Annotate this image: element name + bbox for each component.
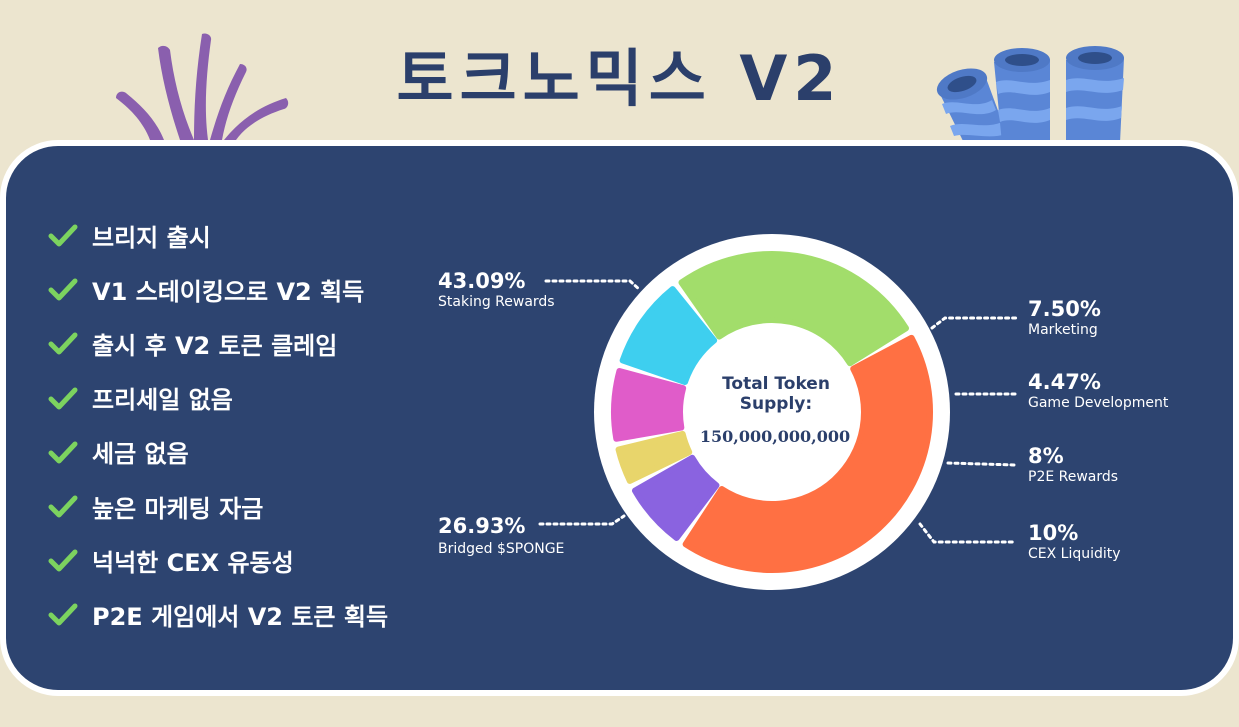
slice-percentage-label: 43.09% <box>438 269 525 293</box>
feature-item: 넉넉한 CEX 유동성 <box>48 533 388 587</box>
feature-item: 브리지 출시 <box>48 208 388 262</box>
feature-list: 브리지 출시 V1 스테이킹으로 V2 획득 출시 후 V2 토큰 클레임 프리… <box>48 208 388 642</box>
feature-item: 세금 없음 <box>48 425 388 479</box>
checkmark-icon <box>48 603 78 626</box>
feature-item: 높은 마케팅 자금 <box>48 479 388 533</box>
checkmark-icon <box>48 495 78 518</box>
checkmark-icon <box>48 332 78 355</box>
donut-hole <box>686 326 858 498</box>
donut-slice-staking-rewards <box>682 334 933 573</box>
feature-label: 출시 후 V2 토큰 클레임 <box>92 331 338 360</box>
chart-center-title: Supply: <box>740 394 812 414</box>
feature-item: 프리세일 없음 <box>48 371 388 425</box>
feature-label: 브리지 출시 <box>92 223 211 252</box>
donut-slice-p2e-rewards <box>611 368 687 442</box>
feature-label: V1 스테이킹으로 V2 획득 <box>92 277 365 306</box>
callout-leader-line <box>930 316 1018 330</box>
checkmark-icon <box>48 549 78 572</box>
checkmark-icon <box>48 278 78 301</box>
callout-leader-line <box>946 461 1018 467</box>
slice-name-label: CEX Liquidity <box>1028 546 1121 562</box>
checkmark-icon <box>48 224 78 247</box>
donut-slice-bridged-sponge <box>678 251 909 367</box>
feature-label: 높은 마케팅 자금 <box>92 494 264 523</box>
slice-name-label: Bridged $SPONGE <box>438 541 564 557</box>
feature-label: 프리세일 없음 <box>92 386 233 415</box>
slice-percentage-label: 7.50% <box>1028 297 1101 321</box>
feature-label: 넉넉한 CEX 유동성 <box>92 548 294 577</box>
checkmark-icon <box>48 387 78 410</box>
checkmark-icon <box>48 441 78 464</box>
callout-leader-line <box>538 514 626 526</box>
slice-name-label: Game Development <box>1028 395 1169 411</box>
feature-item: P2E 게임에서 V2 토큰 획득 <box>48 587 388 641</box>
feature-item: 출시 후 V2 토큰 클레임 <box>48 316 388 370</box>
donut-slice-cex-liquidity <box>619 286 718 385</box>
page-title: 토크노믹스 V2 <box>396 42 843 115</box>
donut-slice-game-development <box>615 430 693 484</box>
slice-name-label: P2E Rewards <box>1028 469 1118 485</box>
slice-name-label: Staking Rewards <box>438 294 555 310</box>
feature-label: 세금 없음 <box>92 440 189 469</box>
callout-leader-line <box>918 522 1018 544</box>
coral-decoration <box>116 33 289 140</box>
slice-percentage-label: 26.93% <box>438 514 525 538</box>
slice-percentage-label: 8% <box>1028 444 1064 468</box>
slice-percentage-label: 4.47% <box>1028 370 1101 394</box>
feature-label: P2E 게임에서 V2 토큰 획득 <box>92 602 389 631</box>
callout-leader-line <box>544 279 642 292</box>
slice-percentage-label: 10% <box>1028 521 1078 545</box>
donut-slice-marketing <box>631 454 720 541</box>
sponge-tubes-decoration <box>936 46 1124 143</box>
chart-total-supply: 150,000,000,000 <box>700 427 850 446</box>
feature-item: V1 스테이킹으로 V2 획득 <box>48 262 388 316</box>
slice-name-label: Marketing <box>1028 322 1098 338</box>
chart-center-title: Total Token <box>722 374 830 394</box>
